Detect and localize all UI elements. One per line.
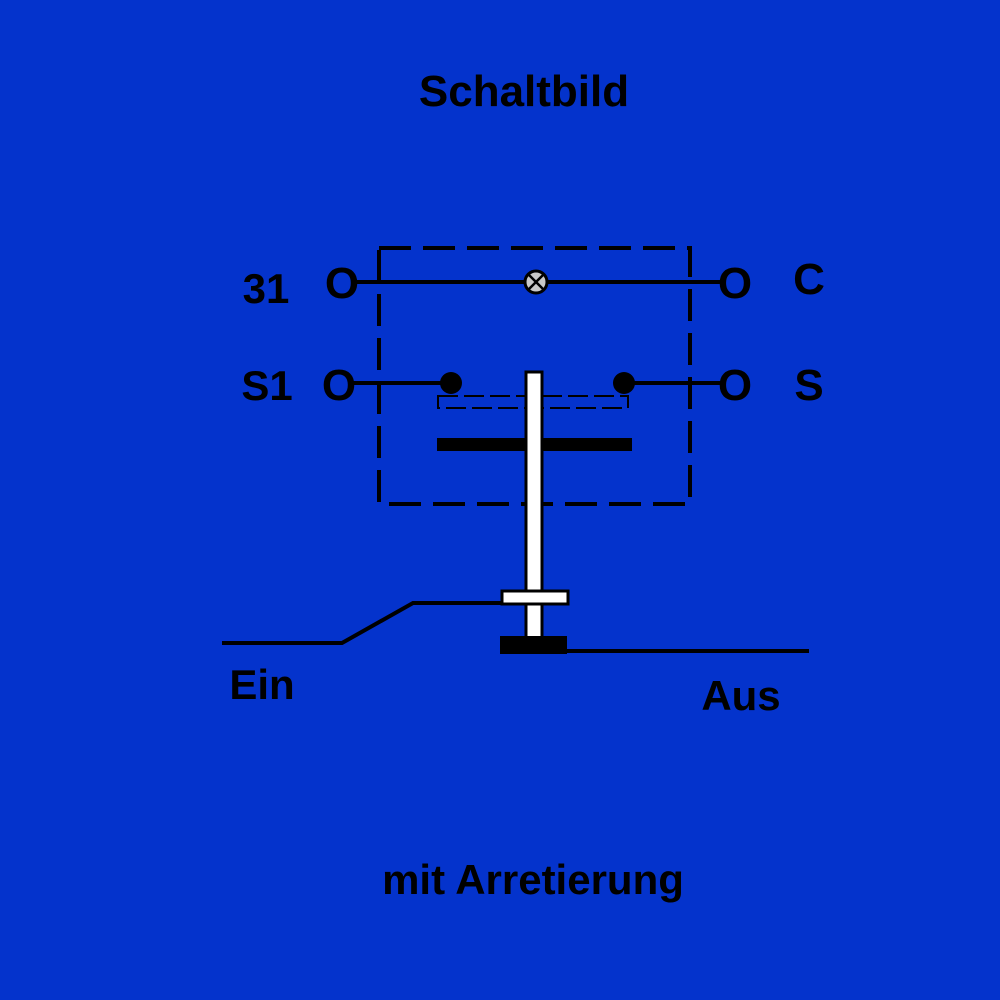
right-contact-point [613,372,635,394]
plunger-foot [500,636,567,654]
terminal-s1-symbol: O [322,361,356,410]
terminal-s-symbol: O [718,361,752,410]
ein-lever-line [222,601,502,645]
position-aus-label: Aus [701,672,780,719]
detent-collar [500,589,570,606]
terminal-s-label: S [794,361,823,410]
terminal-31-symbol: O [325,259,359,308]
left-contact-point [440,372,462,394]
diagram-caption: mit Arretierung [382,856,684,903]
terminal-c-label: C [793,255,825,304]
position-ein-label: Ein [229,661,294,708]
terminal-c-symbol: O [718,259,752,308]
diagram-title: Schaltbild [419,67,629,116]
terminal-31-label: 31 [243,265,290,312]
indicator-lamp-icon [523,269,549,295]
terminal-s1-label: S1 [241,362,292,409]
